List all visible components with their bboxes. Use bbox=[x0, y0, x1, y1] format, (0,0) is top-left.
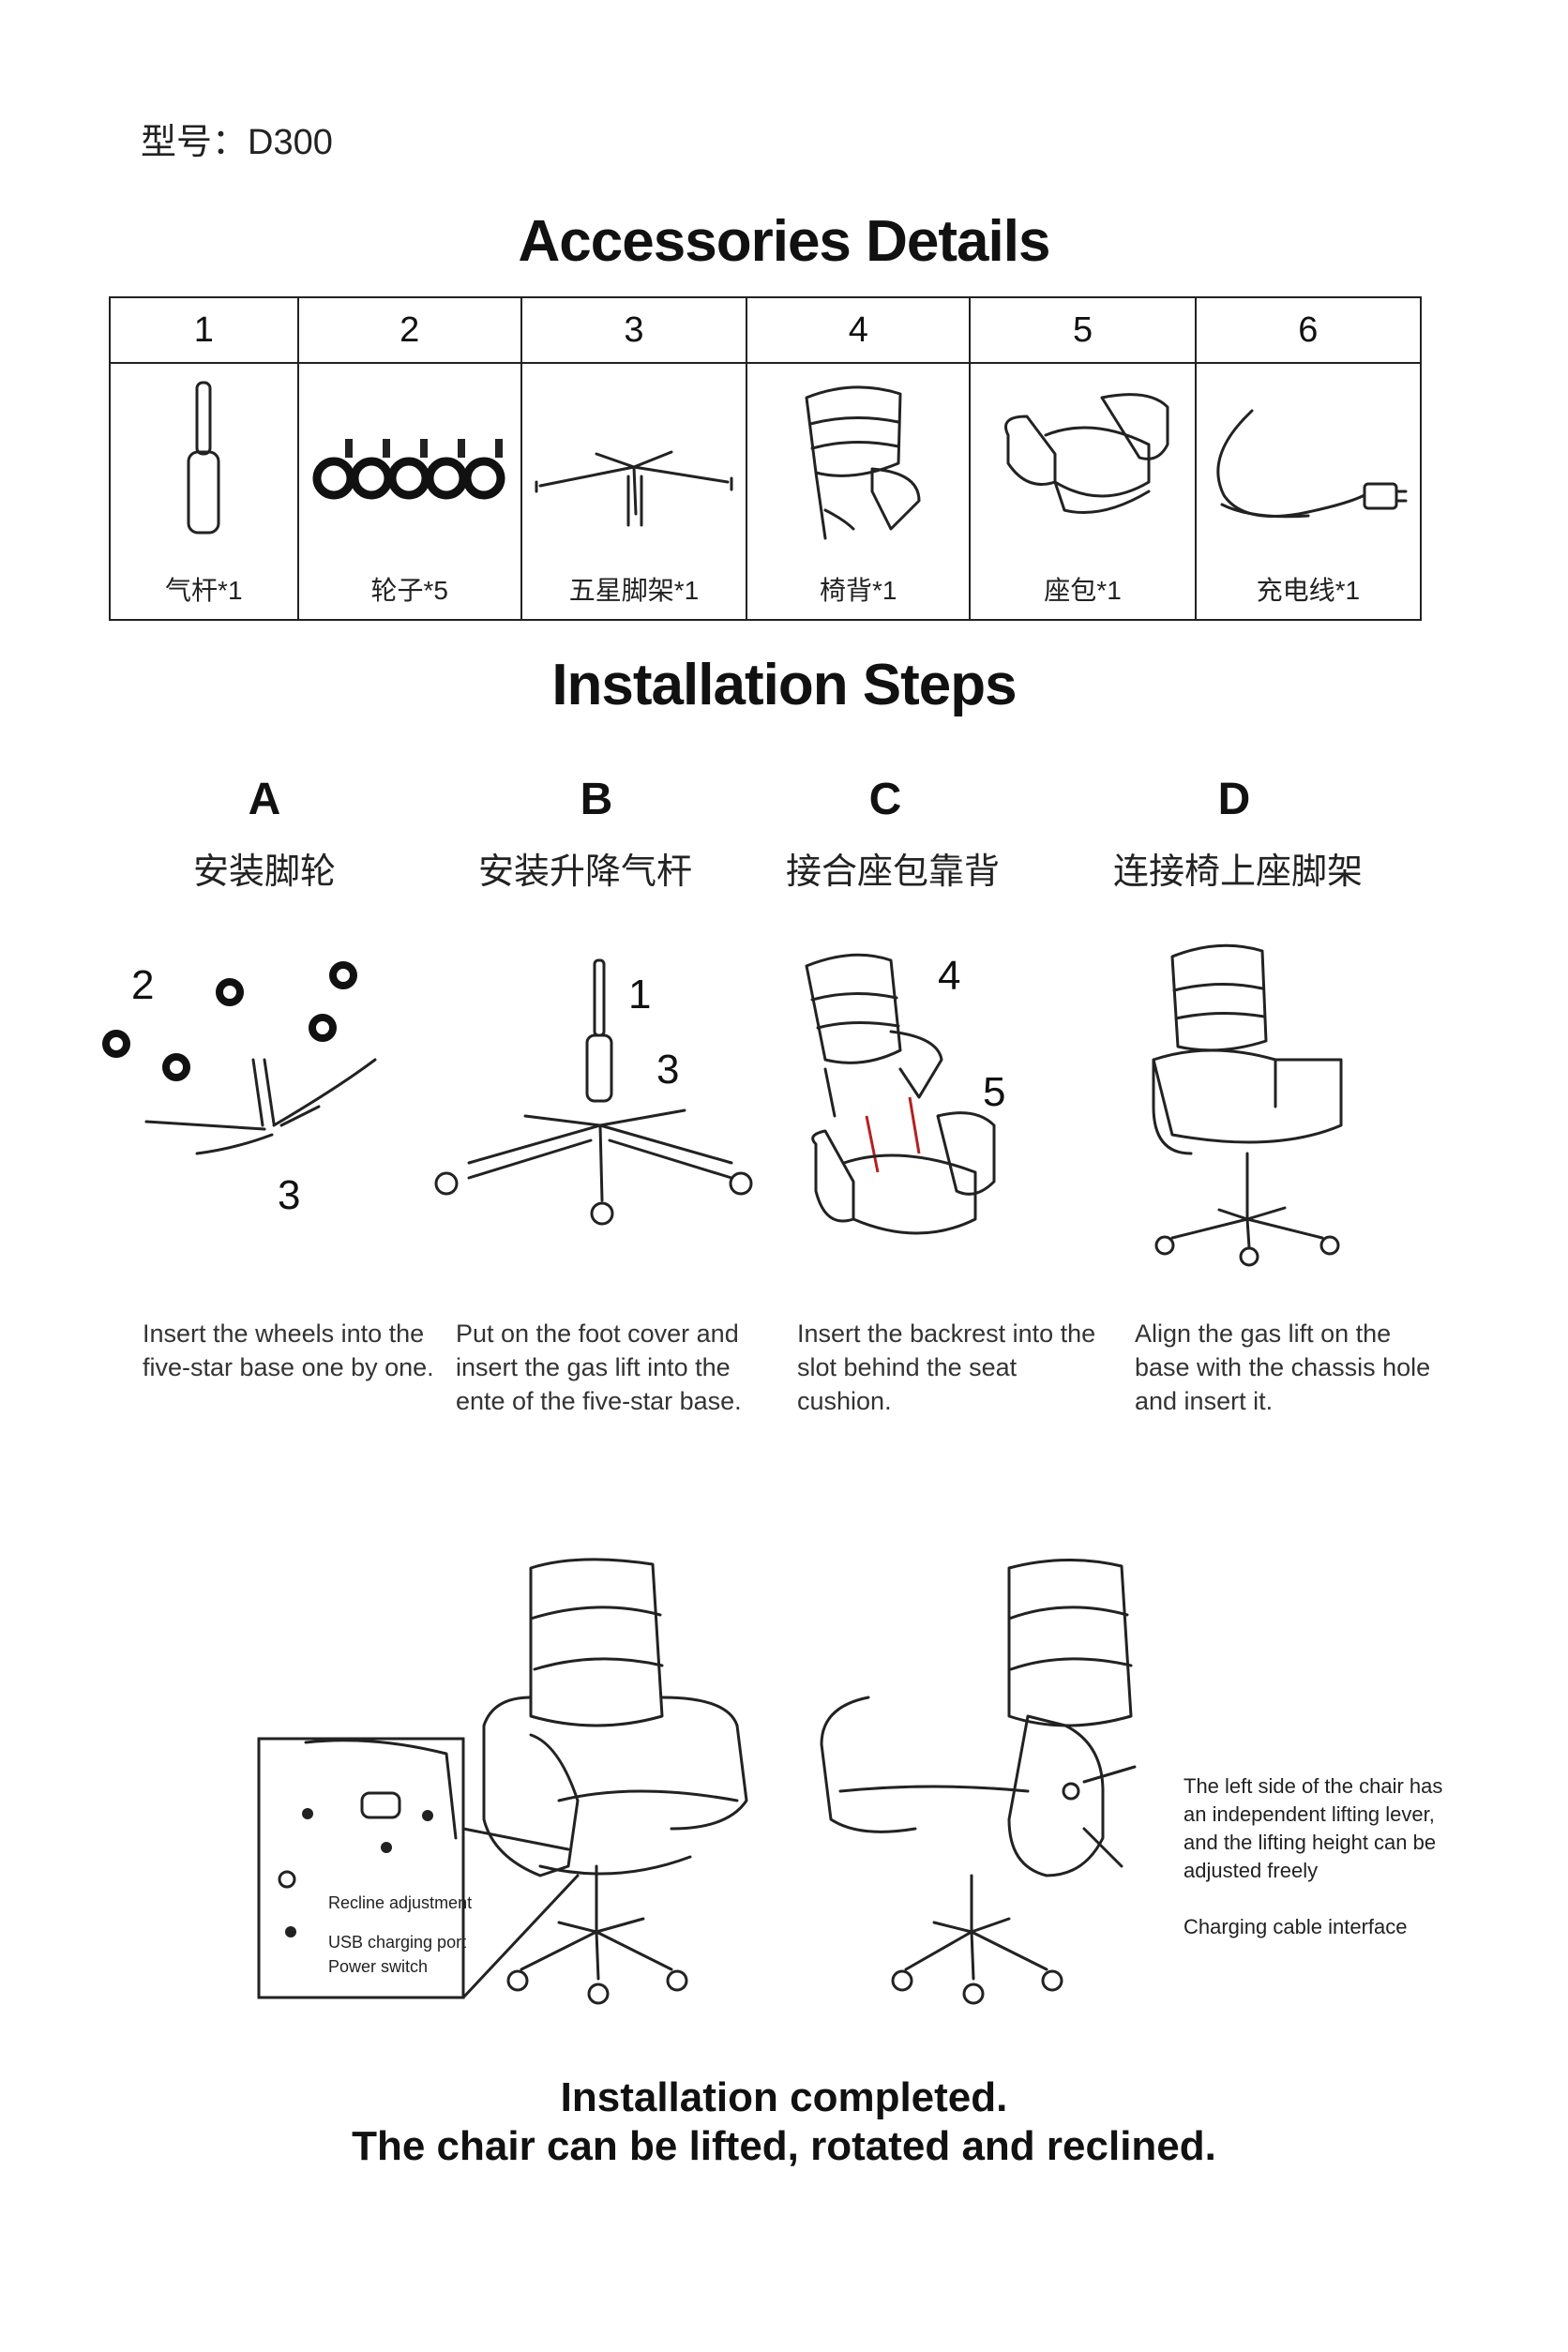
charging-cable-icon bbox=[1216, 409, 1408, 519]
step-b-letter: B bbox=[580, 775, 613, 824]
accessories-title: Accessories Details bbox=[518, 209, 1051, 274]
step-c-number-5: 5 bbox=[983, 1069, 1006, 1115]
backrest-icon bbox=[805, 385, 921, 540]
accessory-cell: 充电线*1 bbox=[1194, 362, 1423, 621]
seat-cushion-icon bbox=[1003, 393, 1169, 514]
accessories-table: 1 2 3 4 5 6 气杆*1 bbox=[109, 296, 1423, 621]
accessory-cell: 五星脚架*1 bbox=[520, 362, 748, 621]
step-a-number-3: 3 bbox=[278, 1172, 301, 1218]
step-a-description: Insert the wheels into the five-star bas… bbox=[143, 1319, 434, 1381]
usb-charging-port-label: USB charging port bbox=[328, 1933, 467, 1952]
completed-subtitle: The chair can be lifted, rotated and rec… bbox=[352, 2123, 1216, 2169]
step-d-letter: D bbox=[1217, 775, 1251, 824]
step-a-illustration bbox=[102, 961, 377, 1155]
charging-cable-interface-callout: Charging cable interface bbox=[1184, 1915, 1408, 1938]
step-a-number-2: 2 bbox=[131, 962, 155, 1008]
accessory-label: 椅背*1 bbox=[820, 576, 897, 605]
accessory-label: 五星脚架*1 bbox=[568, 576, 700, 605]
wheels-icon bbox=[312, 439, 505, 500]
accessory-number: 2 bbox=[296, 296, 522, 364]
accessory-label: 充电线*1 bbox=[1256, 576, 1361, 605]
completed-chairs-illustration bbox=[257, 1558, 1137, 2005]
accessory-cell: 轮子*5 bbox=[296, 362, 522, 621]
step-d-description: Align the gas lift on the base with the … bbox=[1135, 1319, 1431, 1415]
accessory-cell: 座包*1 bbox=[969, 362, 1197, 621]
power-switch-label: Power switch bbox=[328, 1957, 429, 1976]
completed-title: Installation completed. bbox=[560, 2074, 1008, 2120]
step-c-letter: C bbox=[868, 775, 902, 824]
accessory-cell: 椅背*1 bbox=[746, 362, 972, 621]
installation-title: Installation Steps bbox=[551, 653, 1017, 717]
model-number: 型号：D300 bbox=[141, 123, 333, 162]
accessory-number: 6 bbox=[1194, 296, 1423, 364]
step-b-description: Put on the foot cover and insert the gas… bbox=[456, 1319, 742, 1415]
step-c-description: Insert the backrest into the slot behind… bbox=[797, 1319, 1096, 1415]
accessory-label: 座包*1 bbox=[1044, 576, 1122, 605]
accessory-number: 4 bbox=[746, 296, 972, 364]
step-b-title: 安装升降气杆 bbox=[477, 852, 692, 892]
gas-lift-icon bbox=[187, 381, 220, 535]
accessory-cell: 气杆*1 bbox=[109, 362, 299, 621]
step-a-title: 安装脚轮 bbox=[192, 852, 336, 892]
step-d-illustration bbox=[1152, 943, 1343, 1267]
accessory-number: 5 bbox=[969, 296, 1197, 364]
accessory-number: 1 bbox=[109, 296, 299, 364]
step-b-number-3: 3 bbox=[656, 1047, 680, 1093]
step-b-illustration bbox=[434, 958, 753, 1226]
step-c-title: 接合座包靠背 bbox=[785, 852, 1000, 892]
accessory-label: 气杆*1 bbox=[165, 576, 243, 605]
accessory-number: 3 bbox=[520, 296, 748, 364]
step-c-number-4: 4 bbox=[938, 953, 961, 999]
recline-adjustment-label: Recline adjustment bbox=[328, 1893, 473, 1912]
step-d-title: 连接椅上座脚架 bbox=[1112, 852, 1363, 892]
step-b-number-1: 1 bbox=[628, 972, 652, 1018]
accessory-label: 轮子*5 bbox=[370, 576, 448, 605]
step-c-illustration bbox=[805, 953, 996, 1235]
lifting-lever-callout: The left side of the chair has an indepe… bbox=[1184, 1774, 1443, 1882]
five-star-base-icon bbox=[535, 450, 733, 527]
step-a-letter: A bbox=[248, 775, 281, 824]
